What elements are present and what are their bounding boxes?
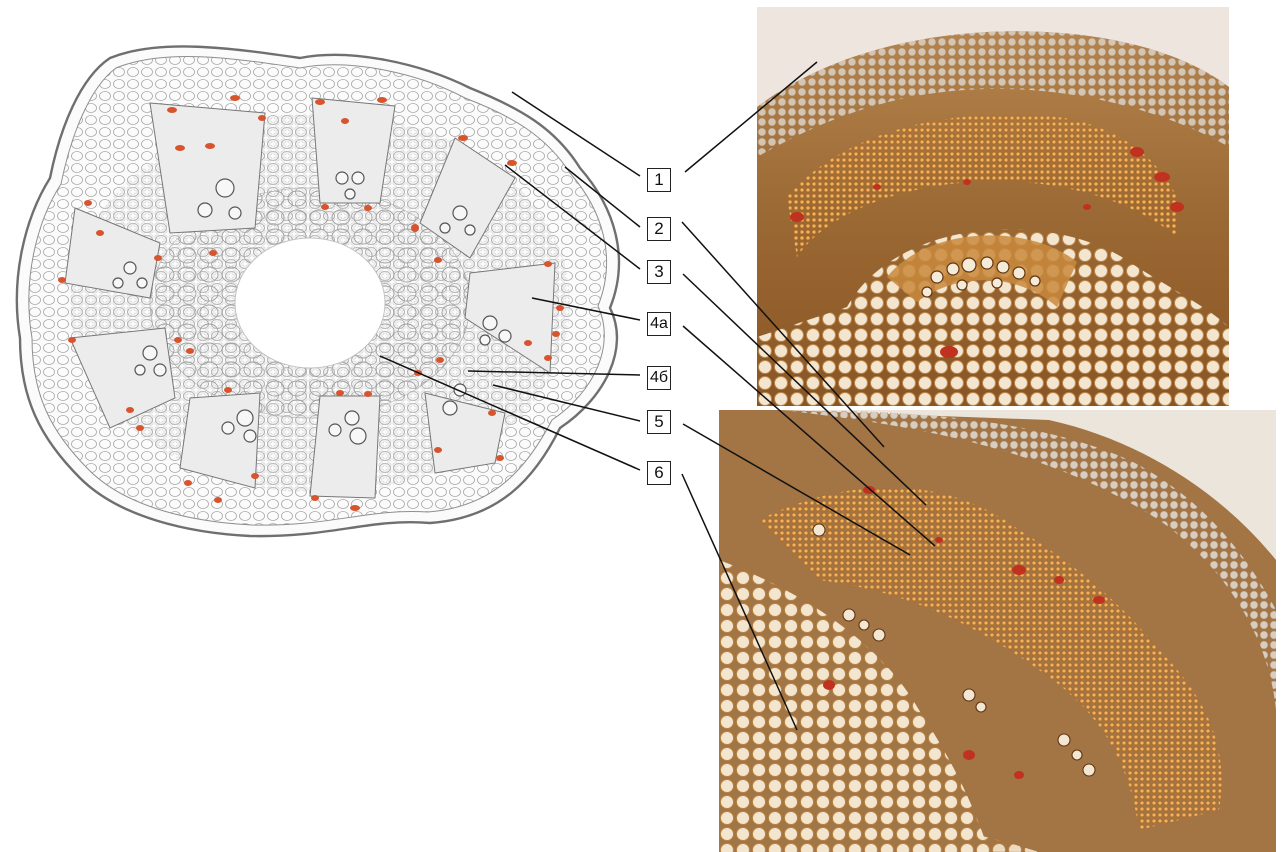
label-1: 1: [647, 168, 671, 192]
micrograph-bottom: [719, 410, 1276, 852]
label-5: 5: [647, 410, 671, 434]
label-6: 6: [647, 461, 671, 485]
micrograph-top: [757, 7, 1229, 406]
label-4a: 4a: [647, 312, 671, 336]
label-3: 3: [647, 260, 671, 284]
label-4b: 4б: [647, 366, 671, 390]
label-2: 2: [647, 217, 671, 241]
stem-cross-section-drawing: [0, 18, 640, 558]
